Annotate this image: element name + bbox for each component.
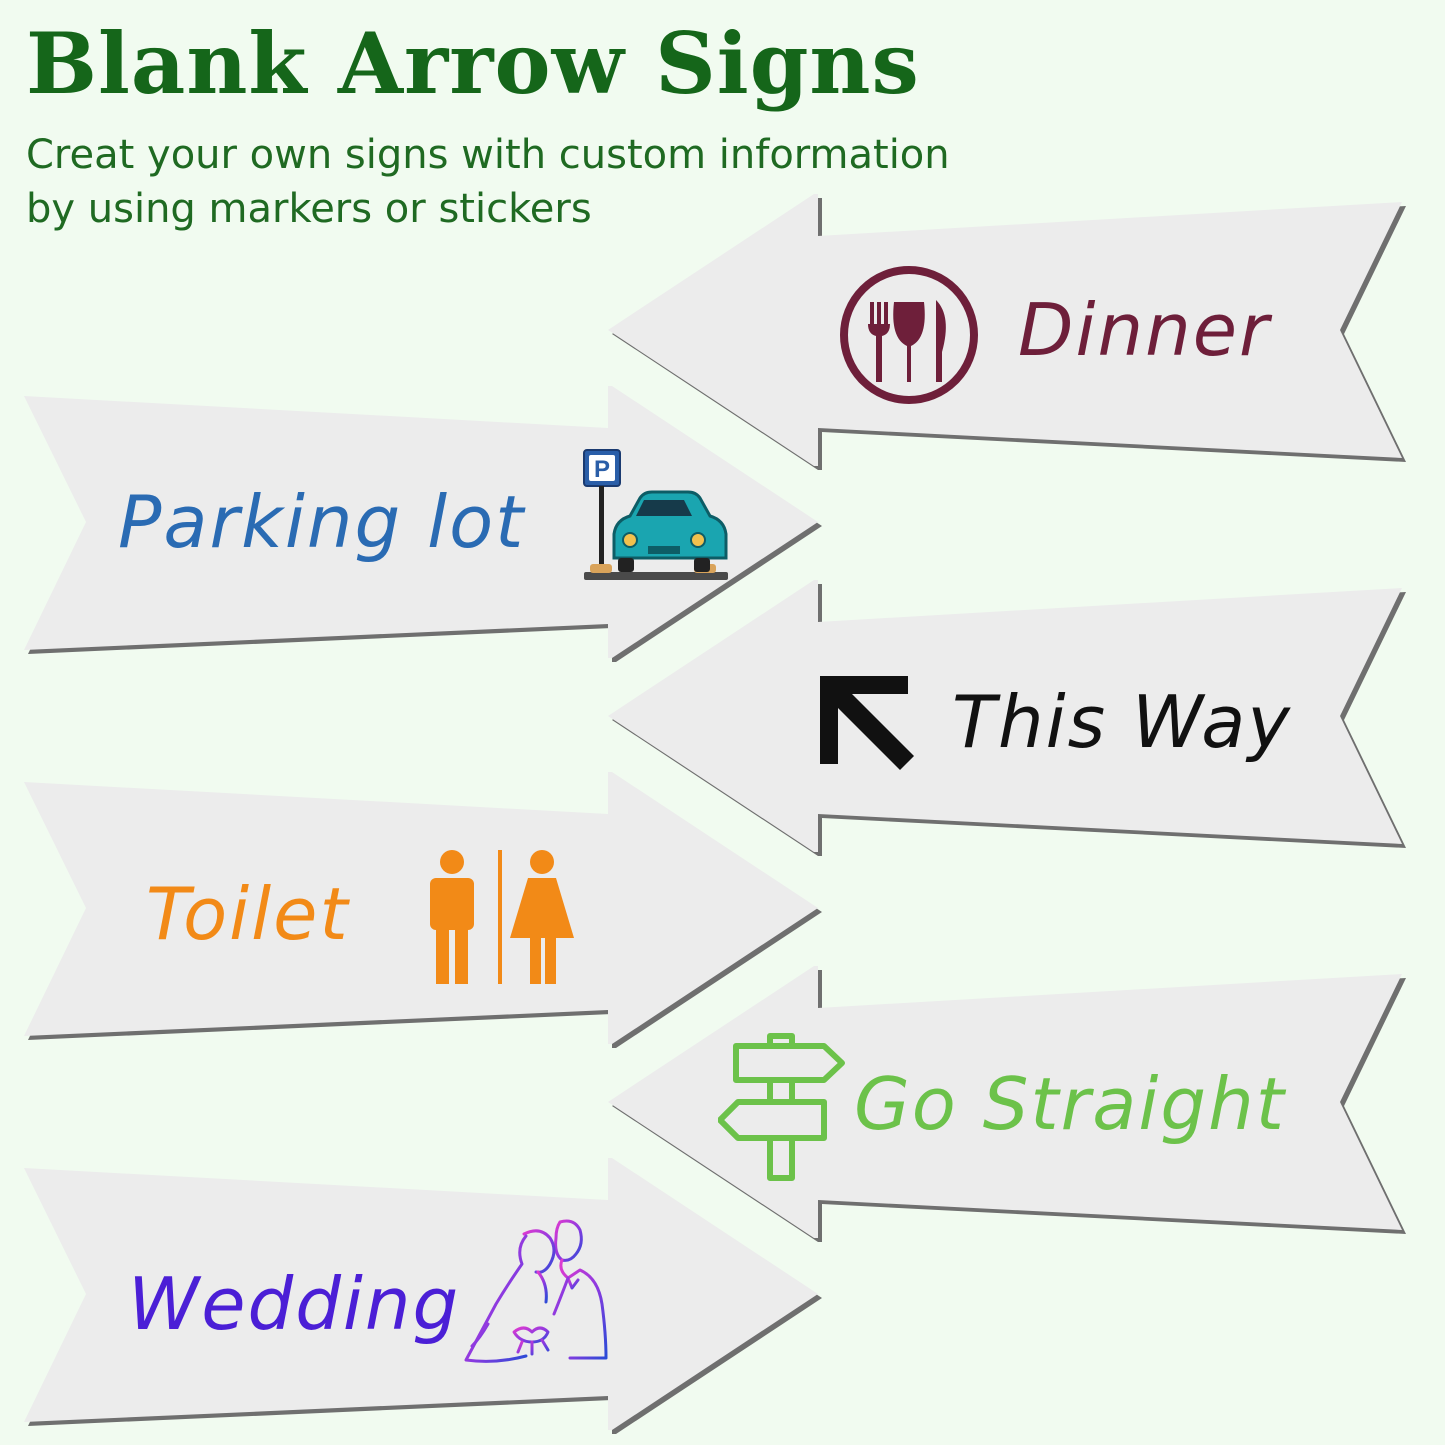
subtitle-line-1: Creat your own signs with custom informa… xyxy=(26,132,950,178)
sign-this-way: This Way xyxy=(608,580,1412,860)
arrow-board-left xyxy=(608,580,1406,856)
parking-icon: P xyxy=(578,446,734,590)
arrow-board-left xyxy=(608,966,1406,1242)
toilet-icon xyxy=(424,848,580,992)
sign-wedding: Wedding xyxy=(22,1158,826,1438)
page-title: Blank Arrow Signs xyxy=(26,14,920,113)
sign-label-parking-lot: Parking lot xyxy=(118,480,526,564)
signpost-icon xyxy=(717,1032,848,1186)
sign-label-dinner: Dinner xyxy=(1018,288,1271,372)
dinner-icon xyxy=(838,264,980,410)
sign-toilet: Toilet xyxy=(22,772,826,1052)
sign-label-wedding: Wedding xyxy=(128,1262,461,1346)
page-subtitle: Creat your own signs with custom informa… xyxy=(26,128,986,236)
sign-dinner: Dinner xyxy=(608,194,1412,474)
subtitle-line-2: by using markers or stickers xyxy=(26,186,592,232)
sign-go-straight: Go Straight xyxy=(608,966,1412,1246)
sign-label-this-way: This Way xyxy=(952,680,1292,764)
arrow-up-left-icon xyxy=(816,672,916,776)
arrow-board-right xyxy=(24,772,822,1048)
parking-sign-letter: P xyxy=(594,456,610,483)
wedding-couple-icon xyxy=(462,1214,612,1378)
arrow-board-left xyxy=(608,194,1406,470)
sign-label-go-straight: Go Straight xyxy=(854,1062,1286,1146)
sign-label-toilet: Toilet xyxy=(146,872,350,956)
sign-parking-lot: Parking lot P xyxy=(22,386,826,666)
arrow-board-right xyxy=(24,1158,822,1434)
